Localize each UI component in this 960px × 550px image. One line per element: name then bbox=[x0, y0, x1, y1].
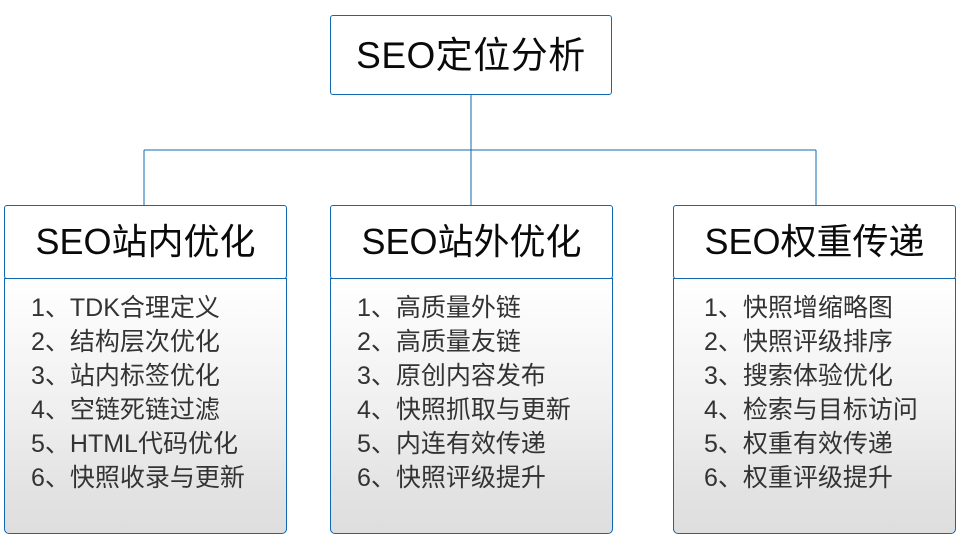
list-item: 1、TDK合理定义 bbox=[31, 294, 220, 322]
list-item: 1、快照增缩略图 bbox=[704, 294, 893, 322]
branch-header-2[interactable]: SEO站外优化 bbox=[330, 205, 613, 279]
list-item: 5、HTML代码优化 bbox=[31, 430, 238, 458]
branch-header-label-2: SEO站外优化 bbox=[361, 221, 582, 262]
list-item: 5、内连有效传递 bbox=[357, 430, 546, 458]
list-item: 6、快照评级提升 bbox=[357, 464, 546, 492]
root-node[interactable]: SEO定位分析 bbox=[330, 15, 612, 95]
branch-seo-onsite: SEO站内优化 1、TDK合理定义 2、结构层次优化 3、站内标签优化 4、空链… bbox=[4, 205, 287, 534]
list-item: 4、检索与目标访问 bbox=[704, 396, 918, 424]
list-item: 2、结构层次优化 bbox=[31, 328, 220, 356]
list-item: 6、快照收录与更新 bbox=[31, 464, 245, 492]
branch-header-label-1: SEO站内优化 bbox=[35, 221, 256, 262]
list-item: 2、高质量友链 bbox=[357, 328, 521, 356]
list-item: 1、高质量外链 bbox=[357, 294, 521, 322]
list-item: 6、权重评级提升 bbox=[704, 464, 893, 492]
root-node-label: SEO定位分析 bbox=[356, 34, 586, 76]
branch-header-3[interactable]: SEO权重传递 bbox=[673, 205, 956, 279]
list-item: 3、搜索体验优化 bbox=[704, 362, 893, 390]
branch-body-2: 1、高质量外链 2、高质量友链 3、原创内容发布 4、快照抓取与更新 5、内连有… bbox=[330, 278, 613, 534]
branch-body-1: 1、TDK合理定义 2、结构层次优化 3、站内标签优化 4、空链死链过滤 5、H… bbox=[4, 278, 287, 534]
list-item: 4、空链死链过滤 bbox=[31, 396, 220, 424]
branch-header-1[interactable]: SEO站内优化 bbox=[4, 205, 287, 279]
branch-seo-weight-transfer: SEO权重传递 1、快照增缩略图 2、快照评级排序 3、搜索体验优化 4、检索与… bbox=[673, 205, 956, 534]
list-item: 5、权重有效传递 bbox=[704, 430, 893, 458]
list-item: 4、快照抓取与更新 bbox=[357, 396, 571, 424]
branch-seo-offsite: SEO站外优化 1、高质量外链 2、高质量友链 3、原创内容发布 4、快照抓取与… bbox=[330, 205, 613, 534]
branch-header-label-3: SEO权重传递 bbox=[704, 221, 925, 262]
list-item: 2、快照评级排序 bbox=[704, 328, 893, 356]
list-item: 3、原创内容发布 bbox=[357, 362, 546, 390]
list-item: 3、站内标签优化 bbox=[31, 362, 220, 390]
branch-body-3: 1、快照增缩略图 2、快照评级排序 3、搜索体验优化 4、检索与目标访问 5、权… bbox=[673, 278, 956, 534]
